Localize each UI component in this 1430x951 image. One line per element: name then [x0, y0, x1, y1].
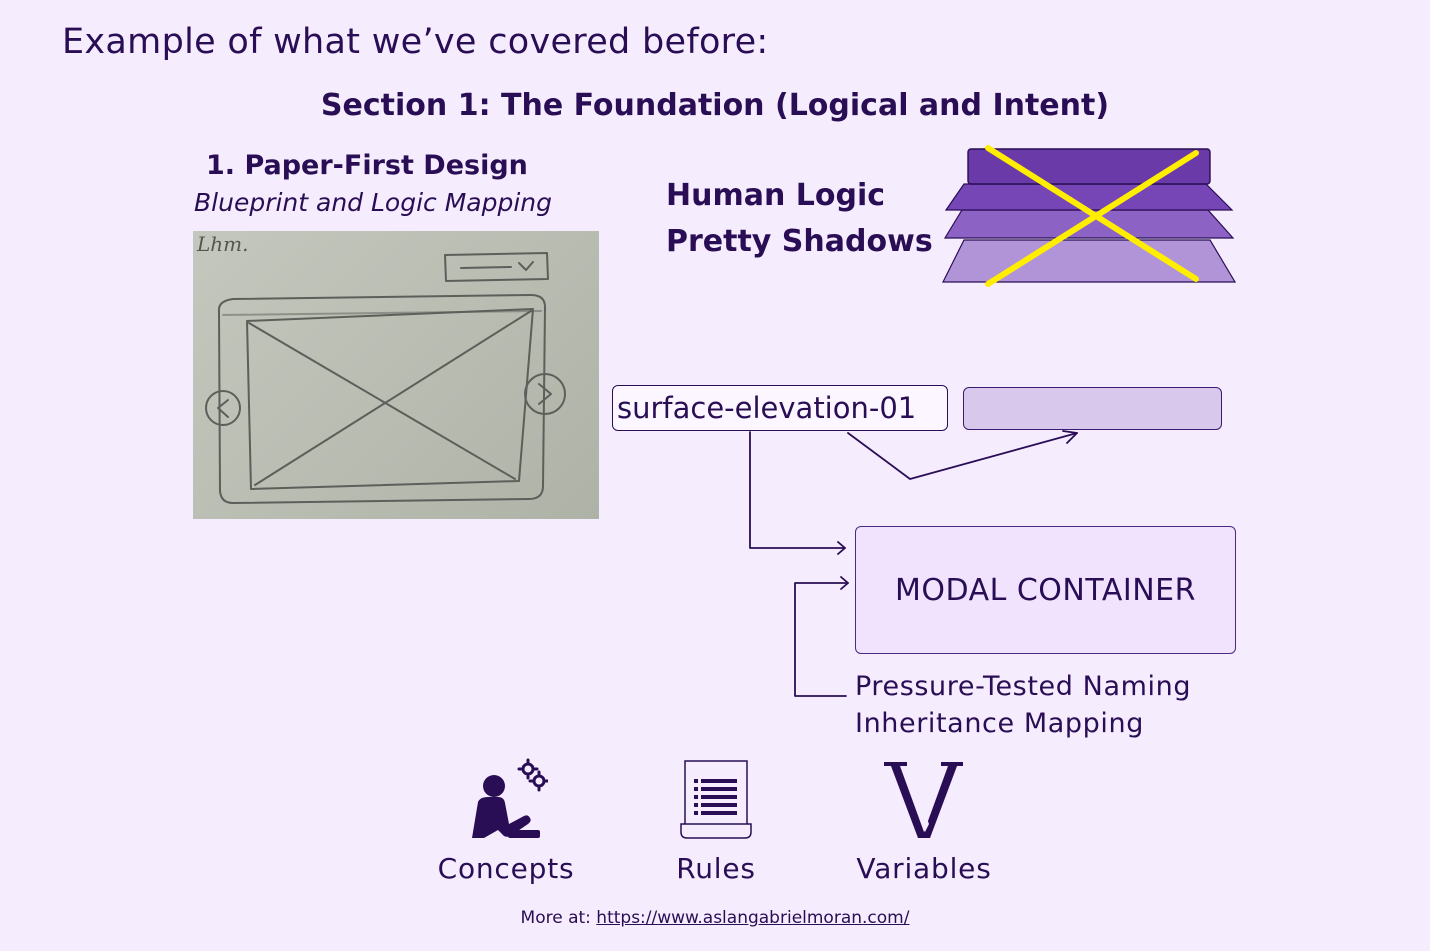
naming-notes: Pressure-Tested Naming Inheritance Mappi… — [855, 668, 1191, 742]
pretty-shadows-label: Pretty Shadows — [666, 224, 933, 259]
token-color-swatch — [963, 387, 1222, 430]
shadow-stack-crossed-icon — [942, 145, 1237, 287]
concepts-item: Concepts — [430, 758, 582, 885]
token-name-box: surface-elevation-01 — [612, 385, 948, 431]
rules-label: Rules — [676, 852, 756, 885]
concepts-label: Concepts — [437, 852, 575, 885]
arrow-naming-to-modal — [794, 582, 849, 697]
cross-line-2 — [985, 150, 1199, 287]
variables-item: Variables — [848, 758, 1000, 885]
rules-icon — [680, 760, 752, 839]
footer-link[interactable]: https://www.aslangabrielmoran.com/ — [596, 908, 910, 928]
human-logic-label: Human Logic — [666, 178, 886, 213]
pressure-tested-naming-label: Pressure-Tested Naming — [855, 671, 1192, 702]
sketch-note: Lhm. — [197, 232, 249, 256]
page-title: Example of what we’ve covered before: — [62, 22, 769, 62]
shadow-layer-3 — [942, 239, 1237, 283]
footer-prefix: More at: — [520, 908, 591, 928]
paper-first-caption: Blueprint and Logic Mapping — [194, 188, 553, 217]
paper-sketch-image — [193, 231, 599, 519]
modal-container-box: MODAL CONTAINER — [855, 526, 1236, 654]
variables-label: Variables — [856, 852, 992, 885]
variables-icon — [884, 762, 963, 838]
arrow-token-to-modal — [749, 431, 846, 549]
rules-item: Rules — [640, 758, 792, 885]
footer: More at: https://www.aslangabrielmoran.c… — [0, 908, 1430, 928]
logic-labels: Human Logic Pretty Shadows — [666, 173, 933, 265]
modal-container-label: MODAL CONTAINER — [895, 572, 1196, 608]
arrow-token-to-swatch — [847, 432, 1078, 480]
paper-first-heading: 1. Paper-First Design — [206, 150, 528, 181]
concepts-icon — [472, 758, 548, 838]
section-title: Section 1: The Foundation (Logical and I… — [320, 88, 1110, 123]
inheritance-mapping-label: Inheritance Mapping — [855, 708, 1144, 739]
cross-line-1 — [985, 145, 1199, 282]
